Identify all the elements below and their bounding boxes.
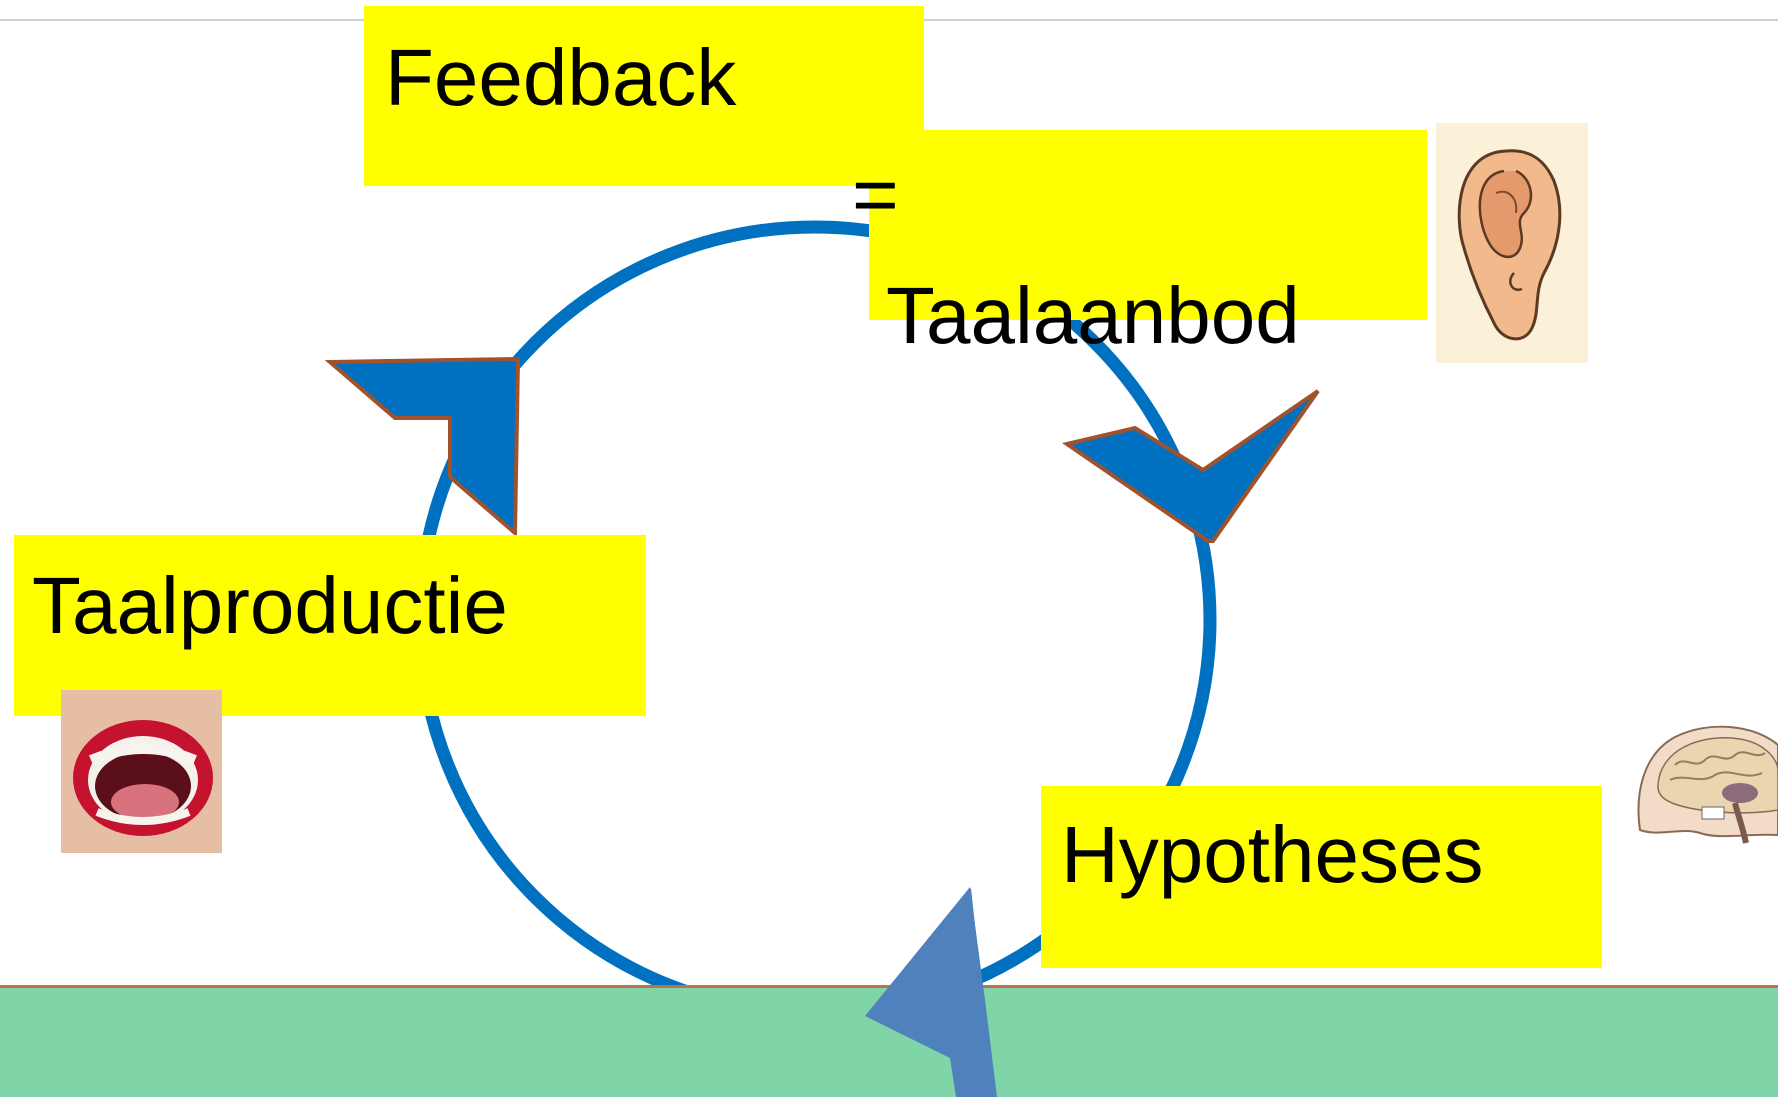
hypotheses-box bbox=[1041, 786, 1602, 968]
arrow-input-to-hypotheses bbox=[1062, 389, 1320, 543]
feedback-label: Feedback bbox=[385, 33, 737, 122]
ear-icon bbox=[1436, 123, 1588, 363]
hypotheses-label: Hypotheses bbox=[1061, 810, 1484, 899]
arrow-production-to-feedback bbox=[324, 356, 521, 538]
arrow-hypotheses-to-production-overlay bbox=[865, 887, 997, 1097]
open-mouth-icon bbox=[61, 690, 222, 853]
taalaanbod-label: Taalaanbod bbox=[886, 271, 1300, 360]
equals-sign: = bbox=[852, 150, 899, 239]
feedback-box bbox=[364, 6, 924, 186]
taalaanbod-box bbox=[869, 130, 1427, 320]
taalproductie-box bbox=[14, 535, 646, 716]
brain-icon bbox=[1630, 715, 1778, 850]
taalproductie-label: Taalproductie bbox=[32, 561, 508, 650]
